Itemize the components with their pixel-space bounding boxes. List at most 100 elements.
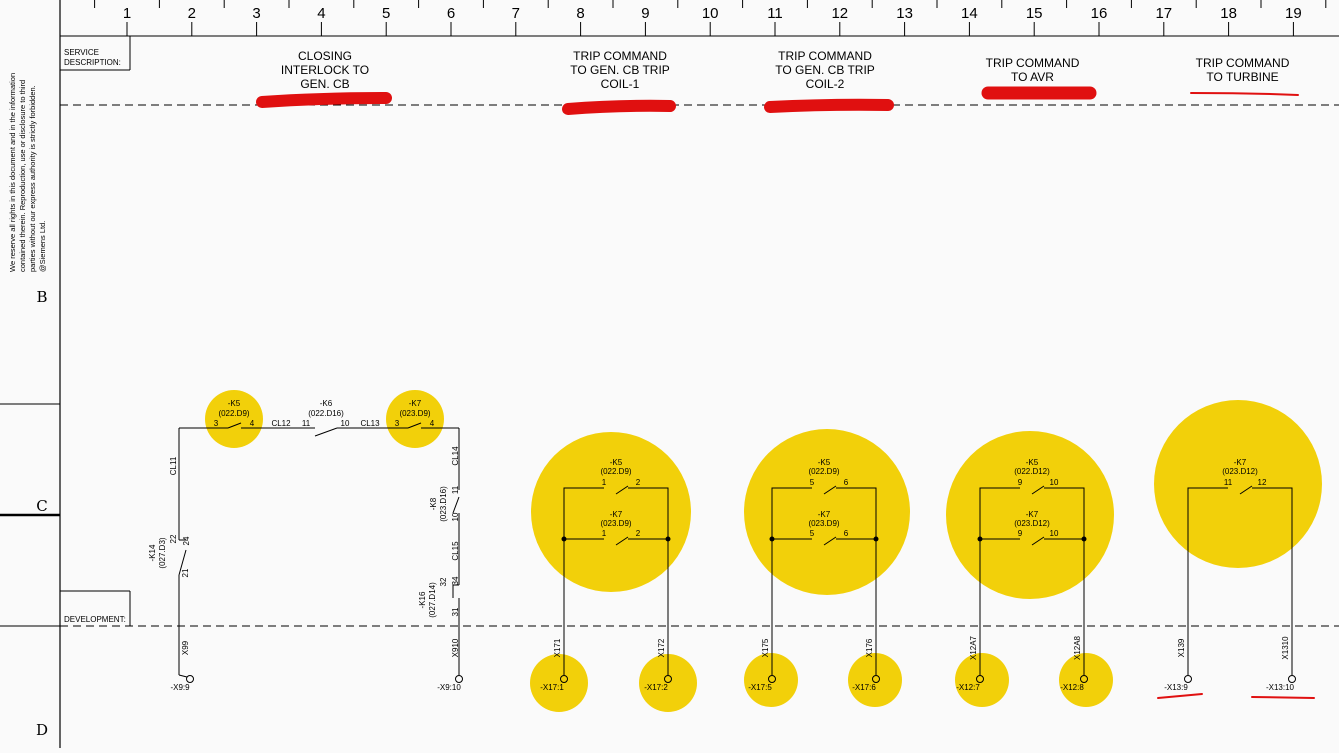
cl14-label: CL14 — [451, 446, 460, 466]
column-ticks — [94, 0, 1327, 36]
k7-t1: 5 — [810, 529, 815, 538]
k7-ref: (023.D9) — [399, 409, 430, 418]
circuit-coil1 — [560, 485, 672, 683]
term-x9-9: -X9:9 — [170, 683, 190, 692]
k5-t2: 6 — [844, 478, 849, 487]
wire-right: X1310 — [1281, 636, 1290, 660]
k7-tag: -K7 — [610, 510, 623, 519]
column-number: 11 — [767, 5, 783, 22]
k5-t1: 1 — [602, 478, 607, 487]
column-number: 10 — [702, 5, 719, 22]
terminal-left: -X12:7 — [956, 683, 980, 692]
service-desc-coil1: TRIP COMMAND TO GEN. CB TRIP COIL-1 — [570, 49, 670, 91]
k7-tag: -K7 — [818, 510, 831, 519]
k16-tag: -K16 — [418, 591, 427, 608]
terminal-right: -X12:8 — [1060, 683, 1084, 692]
k16-t3: 31 — [451, 607, 460, 616]
column-number: 15 — [1026, 5, 1043, 22]
circuit-coil2 — [768, 485, 880, 683]
k5-t2: 10 — [1050, 478, 1059, 487]
k14-t1: 22 — [169, 534, 178, 543]
red-underline-coil2 — [764, 98, 894, 113]
k6-t2: 10 — [341, 419, 350, 428]
highlight-k5-closing — [205, 390, 263, 448]
circuit-turbine — [1184, 485, 1296, 683]
k7-t1: 1 — [602, 529, 607, 538]
column-number: 4 — [317, 5, 325, 22]
wire-right: X12A8 — [1073, 635, 1082, 660]
k14-t3: 21 — [181, 568, 190, 577]
yellow-highlights — [205, 390, 1322, 712]
k5-tag: -K5 — [818, 458, 831, 467]
wire-left: X175 — [761, 638, 770, 657]
column-number: 7 — [512, 5, 520, 22]
k5-ref: (022.D9) — [600, 467, 631, 476]
wire-right: X172 — [657, 638, 666, 657]
service-desc-avr: TRIP COMMAND TO AVR — [985, 56, 1080, 84]
service-desc-turbine: TRIP COMMAND TO TURBINE — [1195, 56, 1290, 84]
service-desc-coil2: TRIP COMMAND TO GEN. CB TRIP COIL-2 — [775, 49, 875, 91]
column-number: 1 — [123, 5, 131, 22]
k6-ref: (022.D16) — [308, 409, 344, 418]
k7-t2: 2 — [636, 529, 641, 538]
k5-t2: 4 — [250, 419, 255, 428]
k5-t1: 5 — [810, 478, 815, 487]
column-number: 3 — [252, 5, 260, 22]
terminal-left: -X17:5 — [748, 683, 772, 692]
k5-t2: 2 — [636, 478, 641, 487]
k5-tag: -K5 — [610, 458, 623, 467]
k5-ref: (022.D9) — [808, 467, 839, 476]
copyright-line-2: contained therein. Reproduction, use or … — [18, 80, 27, 272]
k7-t1: 9 — [1018, 529, 1023, 538]
row-letter-c: C — [36, 497, 48, 515]
row-letter-b: B — [36, 288, 48, 306]
k14-t2: 24 — [182, 536, 191, 545]
cl11-label: CL11 — [169, 456, 178, 475]
k6-t1: 11 — [302, 419, 311, 428]
k5-tag: -K5 — [1026, 458, 1039, 467]
red-underline-turbine — [1190, 92, 1299, 96]
copyright-line-1: We reserve all rights in this document a… — [8, 73, 17, 272]
k14-tag: -K14 — [148, 544, 157, 561]
column-number: 19 — [1285, 5, 1302, 22]
terminal-right: -X13:10 — [1266, 683, 1295, 692]
highlight-k7-closing — [386, 390, 444, 448]
red-underline-closing — [256, 92, 392, 108]
k7-t1: 11 — [1224, 478, 1233, 487]
red-underline-x1310 — [1251, 696, 1315, 699]
terminal-left: -X17:1 — [540, 683, 564, 692]
k5-t1: 3 — [214, 419, 219, 428]
k6-tag: -K6 — [320, 399, 333, 408]
k7-t1: 3 — [395, 419, 400, 428]
k7-t2: 4 — [430, 419, 435, 428]
service-desc-closing: CLOSING INTERLOCK TO GEN. CB — [280, 49, 370, 91]
x910-wire: X910 — [451, 638, 460, 657]
wire-right: X176 — [865, 638, 874, 657]
k16-t2: 34 — [451, 576, 460, 585]
k5-t1: 9 — [1018, 478, 1023, 487]
k7-ref: (023.D12) — [1222, 467, 1258, 476]
circuit-closing-labels: -K5 (022.D9) 3 4 CL12 -K6 (022.D16) 11 1… — [148, 399, 461, 692]
highlight-avr — [946, 431, 1114, 599]
copyright-notice: We reserve all rights in this document a… — [4, 40, 54, 275]
column-number: 9 — [641, 5, 649, 22]
k8-t1: 11 — [451, 485, 460, 494]
column-number: 13 — [896, 5, 913, 22]
k7-tag: -K7 — [409, 399, 422, 408]
cl13-label: CL13 — [360, 419, 380, 428]
column-number: 5 — [382, 5, 390, 22]
k7-ref: (023.D9) — [808, 519, 839, 528]
wire-left: X171 — [553, 638, 562, 657]
k7-tag: -K7 — [1234, 458, 1247, 467]
circuit-closing-interlock — [178, 422, 463, 683]
k7-t2: 10 — [1050, 529, 1059, 538]
wire-left: X139 — [1177, 638, 1186, 657]
terminal-right: -X17:2 — [644, 683, 668, 692]
red-underline-x139 — [1157, 693, 1203, 699]
column-number: 14 — [961, 5, 978, 22]
wire-left: X12A7 — [969, 635, 978, 660]
